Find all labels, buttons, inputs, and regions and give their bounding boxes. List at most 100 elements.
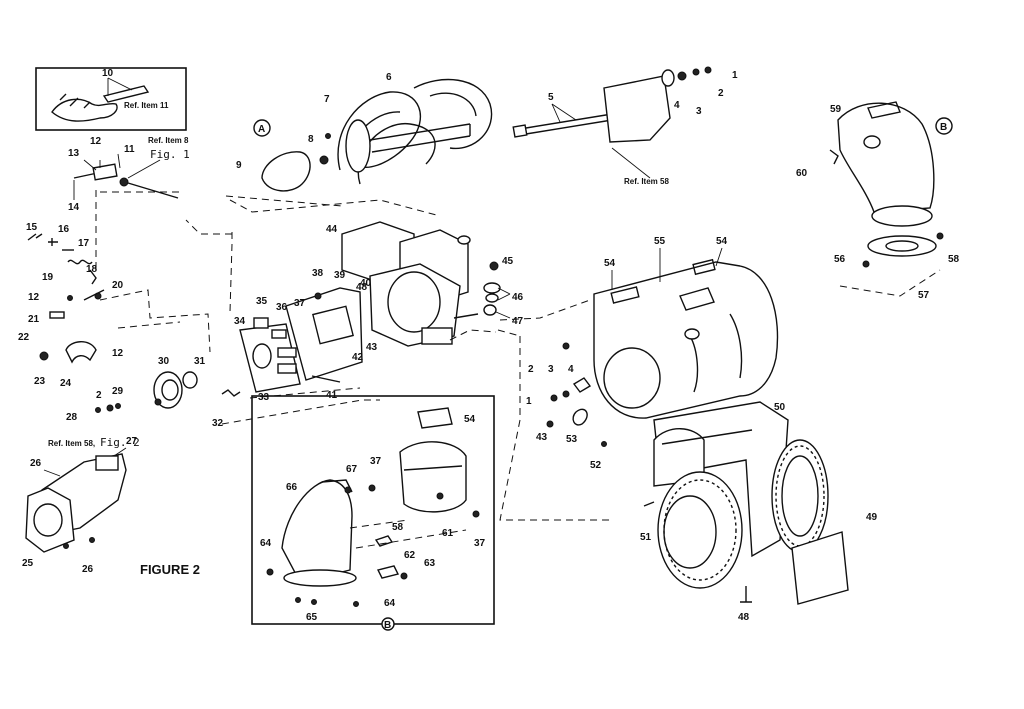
part-label: 54 — [464, 414, 476, 425]
ref-item-11: Ref. Item 11 — [124, 101, 169, 110]
part-label: 7 — [324, 94, 330, 105]
drive-shaft: 5 4 3 2 1 Ref. Item 58 — [512, 66, 738, 186]
part-label: 26 — [82, 564, 94, 575]
upper-linkage: 12 11 13 14 Ref. Item 8 Fig. 1 — [68, 136, 190, 213]
part-label: 36 — [276, 302, 288, 313]
part-label: 58 — [392, 522, 404, 533]
inset-chute-assembly: B 54 67 37 66 58 61 37 62 63 64 64 65 — [251, 395, 495, 631]
part-label: 13 — [68, 148, 80, 159]
part-label: 1 — [732, 70, 738, 81]
part-label: 42 — [352, 352, 364, 363]
part-label: 64 — [384, 598, 396, 609]
left-small-parts: 15 16 17 18 19 20 12 21 22 23 24 12 — [18, 222, 124, 389]
part-label: 32 — [212, 418, 224, 429]
part-label: 58 — [948, 254, 960, 265]
part-label: 4 — [674, 100, 680, 111]
part-label: 2 — [718, 88, 724, 99]
ref-item-8: Ref. Item 8 — [148, 136, 189, 145]
part-label: 11 — [124, 144, 135, 155]
part-label: 64 — [260, 538, 272, 549]
part-label: 17 — [78, 238, 90, 249]
part-label: 51 — [640, 532, 652, 543]
ref-item-58-top: Ref. Item 58 — [624, 177, 669, 186]
part-label: 38 — [312, 268, 324, 279]
inset-item-11: 10 Ref. Item 11 — [35, 67, 187, 131]
part-label: 45 — [502, 256, 514, 267]
part-label: 55 — [654, 236, 666, 247]
part-label: 39 — [334, 270, 346, 281]
part-label: 43 — [536, 432, 548, 443]
part-label: 6 — [386, 72, 392, 83]
part-label: 2 — [96, 390, 102, 401]
part-label: 59 — [830, 104, 842, 115]
part-label: 44 — [326, 224, 338, 235]
callout-b-inset: B — [384, 620, 391, 631]
part-label: 3 — [548, 364, 554, 375]
part-label: 53 — [566, 434, 578, 445]
part-label: 52 — [590, 460, 602, 471]
part-label: 54 — [716, 236, 728, 247]
ref-item-58-left: Ref. Item 58, — [48, 439, 95, 448]
part-label: 25 — [22, 558, 34, 569]
part-label: 9 — [236, 160, 242, 171]
part-label: 24 — [60, 378, 72, 389]
part-label: 30 — [158, 356, 170, 367]
part-label: 16 — [58, 224, 70, 235]
part-label: 43 — [366, 342, 378, 353]
part-label: 12 — [90, 136, 102, 147]
part-label: 20 — [112, 280, 124, 291]
callout-b: B — [940, 122, 947, 133]
part-label: 48 — [738, 612, 750, 623]
part-label: 10 — [102, 68, 114, 79]
part-label: 49 — [866, 512, 878, 523]
part-label: 62 — [404, 550, 416, 561]
part-label: 29 — [112, 386, 124, 397]
part-label: 37 — [370, 456, 382, 467]
part-label: 57 — [918, 290, 930, 301]
part-label: 47 — [512, 316, 524, 327]
wheels-and-frame: 50 51 49 48 — [640, 401, 878, 623]
housing-side-parts: 2 3 4 1 43 53 52 — [449, 299, 610, 521]
part-label: 50 — [774, 402, 786, 413]
part-label: 31 — [194, 356, 206, 367]
fig2-ref: Fig. 2 — [100, 436, 140, 449]
part-label: 40 — [360, 278, 372, 289]
chute-top-right: B 59 60 56 58 57 — [796, 101, 960, 301]
pulley-assembly: 28 2 29 30 31 32 33 Ref. Item 58, Fig. 2 — [48, 356, 270, 449]
part-label: 65 — [306, 612, 318, 623]
part-label: 60 — [796, 168, 808, 179]
part-label: 23 — [34, 376, 46, 387]
part-label: 54 — [604, 258, 616, 269]
part-label: 2 — [528, 364, 534, 375]
callout-a: A — [258, 124, 265, 135]
part-label: 21 — [28, 314, 40, 325]
part-label: 5 — [548, 92, 554, 103]
figure-title: FIGURE 2 — [140, 562, 200, 577]
part-label: 3 — [696, 106, 702, 117]
part-label: 46 — [512, 292, 524, 303]
auger: A 9 8 7 6 — [236, 72, 493, 192]
part-label: 22 — [18, 332, 30, 343]
part-label: 56 — [834, 254, 846, 265]
part-label: 35 — [256, 296, 268, 307]
part-label: 8 — [308, 134, 314, 145]
chute-guard-lower-left: 26 27 25 26 FIGURE 2 — [22, 436, 200, 577]
part-label: 37 — [474, 538, 486, 549]
engine: 44 45 46 47 48 — [326, 221, 524, 347]
part-label: 18 — [86, 264, 98, 275]
part-label: 26 — [30, 458, 42, 469]
part-label: 37 — [294, 298, 306, 309]
part-label: 67 — [346, 464, 358, 475]
part-label: 33 — [258, 392, 270, 403]
part-label: 34 — [234, 316, 246, 327]
part-label: 48 — [356, 282, 368, 293]
part-label: 19 — [42, 272, 54, 283]
part-label: 27 — [126, 436, 138, 447]
part-label: 12 — [28, 292, 40, 303]
part-label: 61 — [442, 528, 454, 539]
part-label: 1 — [526, 396, 532, 407]
part-label: 66 — [286, 482, 298, 493]
part-label: 4 — [568, 364, 574, 375]
part-label: 63 — [424, 558, 436, 569]
